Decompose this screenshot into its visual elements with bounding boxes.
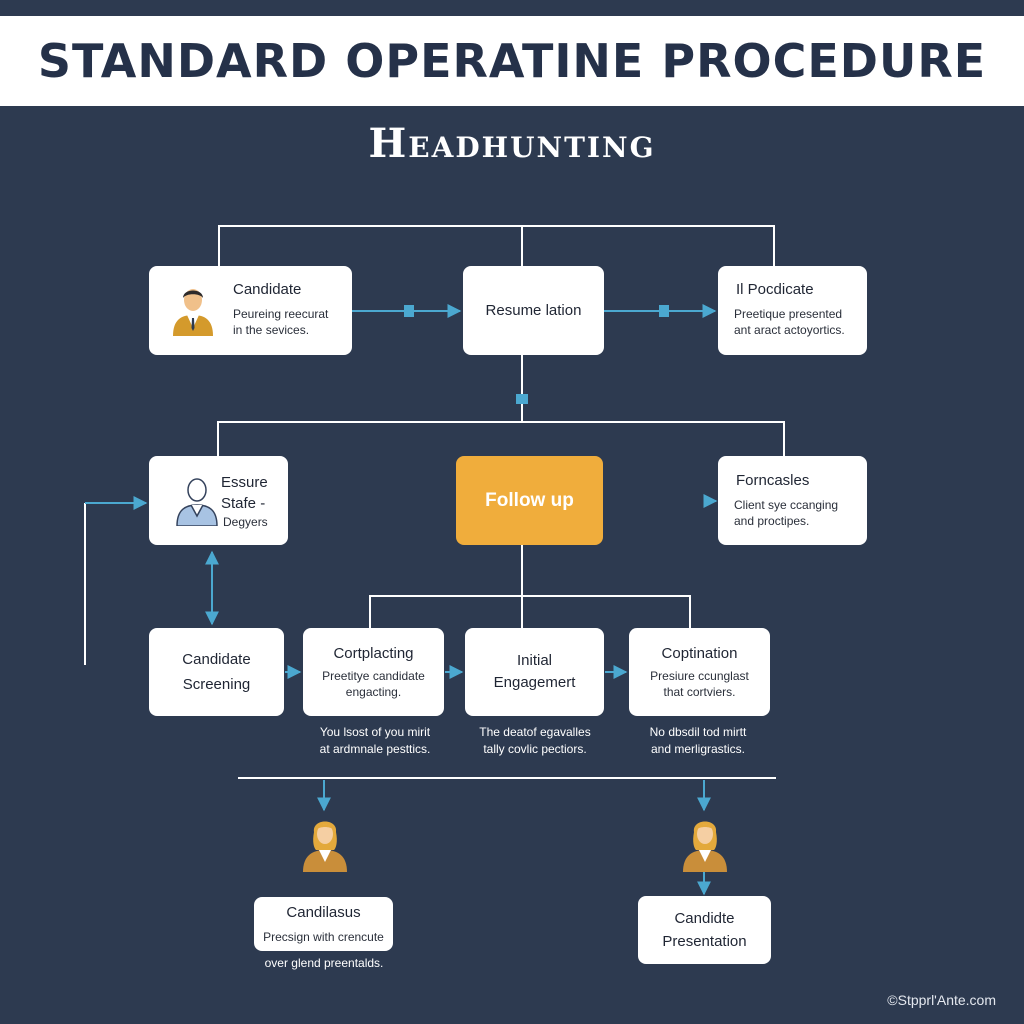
node-title: Candidte Presentation [662,907,746,953]
node-title-line: Stafe - [221,495,266,512]
note-line: and merligrastics. [650,742,746,756]
node-description-line: Client sye ccanging [734,498,839,512]
node-title: Candilasus [286,903,361,921]
node-title: Il Pocdicate [736,281,814,298]
node-resume[interactable]: Resume lation [463,266,604,355]
node-title-line: Initial [516,652,553,669]
page-title: STANDARD OPERATINE PROCEDURE [37,34,987,88]
node-coptination[interactable]: Coptination Presiure ccunglast that cort… [629,628,770,716]
node-title: Cortplacting [333,644,414,662]
connector-square [516,394,528,404]
connector-square [659,305,669,317]
note-line: tally covlic pectiors. [483,742,587,756]
top-bracket-line [218,225,775,266]
node-description: Presiure ccunglast that cortviers. [650,668,749,700]
note-candilasus: over glend preentalds. [264,956,384,970]
note-engagement: The deatof egavalles tally covlic pectio… [456,724,614,758]
woman-avatar-icon [303,821,347,872]
node-title: Candidate Screening [182,647,250,697]
node-title-line: Presentation [662,933,747,950]
node-description-line: that cortviers. [663,684,736,699]
node-ensure[interactable]: Essure Stafe - Degyers [149,456,288,545]
credit-text: ©Stpprl'Ante.com [887,992,996,1008]
connector-square [404,305,414,317]
node-candidate[interactable]: Candidate Peureing reecurat in the sevic… [149,266,352,355]
title-banner: STANDARD OPERATINE PROCEDURE [0,16,1024,106]
node-description-line: Presiure ccunglast [650,668,749,683]
node-procedure[interactable]: Il Pocdicate Preetique presented ant ara… [718,266,867,355]
node-title: Follow up [485,489,574,511]
node-follow-up[interactable]: Follow up [456,456,603,545]
node-description: Precsign with crencute [263,929,384,944]
note-line: at ardmnale pesttics. [319,742,431,756]
man-avatar-icon [173,289,213,336]
node-candilasus[interactable]: Candilasus Precsign with crencute [254,897,393,951]
node-engagement[interactable]: Initial Engagemert [465,628,604,716]
node-description: Peureing reecurat in the sevices. [233,306,328,338]
node-cortplacting[interactable]: Cortplacting Preetitye candidate engacti… [303,628,444,716]
node-title: Coptination [661,644,738,662]
node-forecasts[interactable]: Forncasles Client sye ccanging and proct… [718,456,867,545]
diagram-subtitle: Headhunting [368,120,656,167]
node-title: Resume lation [485,302,582,319]
node-description: Preetique presented ant aract actoyortic… [734,306,845,338]
node-title-line: Essure [221,474,268,491]
node-description: Degyers [223,515,268,529]
node-screening[interactable]: Candidate Screening [149,628,284,716]
note-coptination: No dbsdil tod mirtt and merligrastics. [619,724,777,758]
woman-avatar-icon [683,821,727,872]
node-title: Candidate [233,281,302,298]
node-title-line: Screening [182,676,251,693]
node-description-line: in the sevices. [233,323,310,337]
note-line: The deatof egavalles [479,725,591,739]
node-description: Client sye ccanging and proctipes. [734,497,838,529]
note-cortplacting: You lsost of you mirit at ardmnale pestt… [296,724,454,758]
node-title-line: Engagemert [493,674,576,691]
lower-bracket-line [369,595,691,628]
node-description: Preetitye candidate engacting. [322,668,425,700]
person-avatar-icon [176,478,218,526]
node-description-line: ant aract actoyortics. [734,323,845,337]
middle-bracket-line [217,421,785,458]
note-line: No dbsdil tod mirtt [649,725,747,739]
note-line: You lsost of you mirit [319,725,431,739]
node-title-line: Candidate [182,651,251,668]
node-title: Essure Stafe - [221,472,268,514]
node-title: Forncasles [736,472,810,489]
node-description-line: Preetitye candidate [322,668,425,683]
node-title: Initial Engagemert [494,650,576,694]
node-presentation[interactable]: Candidte Presentation [638,896,771,964]
node-description-line: and proctipes. [734,514,810,528]
node-description-line: Peureing reecurat [233,307,329,321]
node-description-line: Preetique presented [734,307,843,321]
node-title-line: Candidte [674,910,735,927]
node-description-line: engacting. [345,684,402,699]
